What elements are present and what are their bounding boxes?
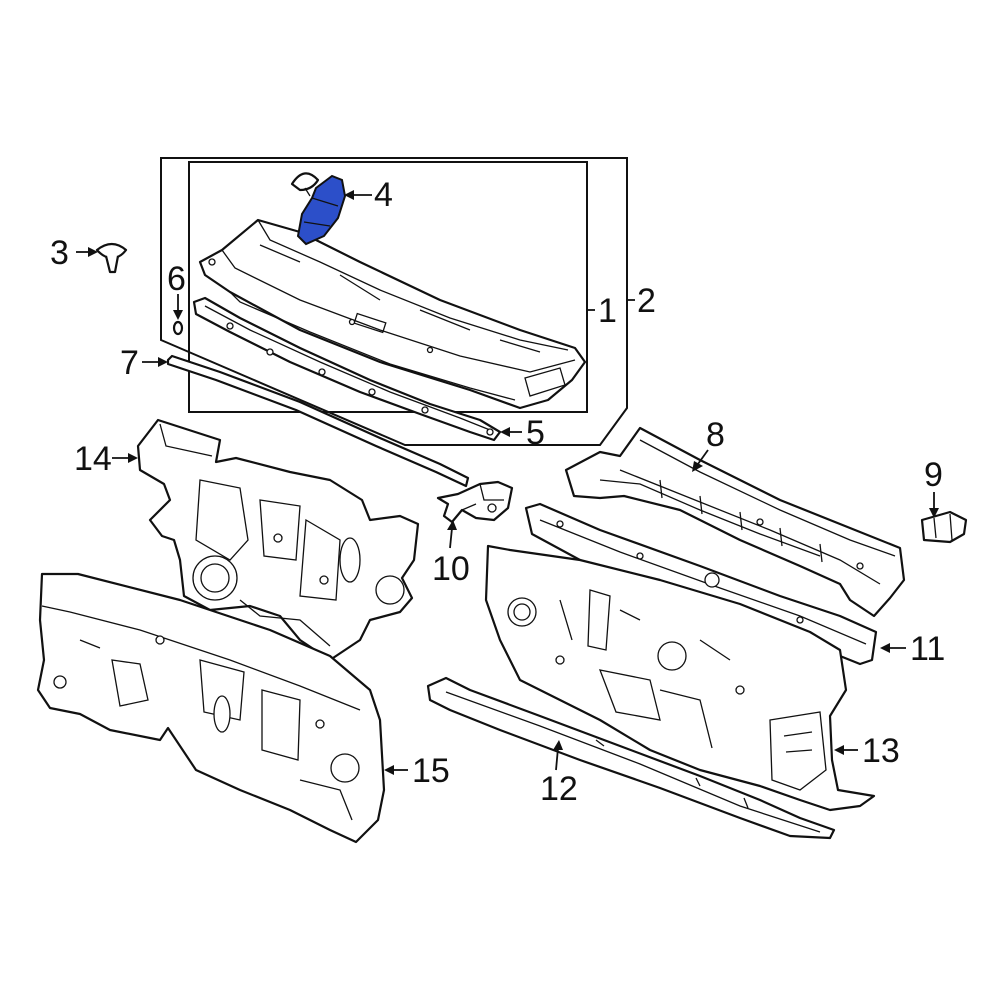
cowl-seal-strip[interactable] bbox=[192, 296, 502, 442]
grommet[interactable] bbox=[172, 320, 184, 336]
callout-14: 14 bbox=[74, 440, 112, 478]
cowl-side-bracket-highlighted[interactable] bbox=[296, 174, 347, 246]
dash-panel[interactable] bbox=[484, 544, 876, 812]
callout-5: 5 bbox=[526, 414, 545, 452]
dash-insulator[interactable] bbox=[136, 418, 420, 662]
lower-rail[interactable] bbox=[426, 676, 836, 840]
callout-13: 13 bbox=[862, 732, 900, 770]
callout-10: 10 bbox=[432, 550, 470, 588]
callout-4: 4 bbox=[374, 176, 393, 214]
callout-11: 11 bbox=[910, 630, 945, 668]
callout-3: 3 bbox=[50, 234, 69, 272]
weatherstrip[interactable] bbox=[166, 354, 470, 488]
callout-1: 1 bbox=[598, 292, 617, 330]
cowl-top-panel[interactable] bbox=[198, 218, 587, 410]
upper-cowl-panel[interactable] bbox=[564, 426, 906, 618]
wiper-bracket[interactable] bbox=[436, 480, 514, 524]
push-clip[interactable] bbox=[290, 172, 320, 197]
retaining-clip[interactable] bbox=[95, 242, 128, 274]
callout-2: 2 bbox=[637, 282, 656, 320]
assembly-frame-outer bbox=[160, 157, 628, 446]
assembly-frame-inner bbox=[188, 161, 588, 413]
callout-12: 12 bbox=[540, 770, 578, 808]
callout-15: 15 bbox=[412, 752, 450, 790]
callout-9: 9 bbox=[924, 456, 943, 494]
dash-silencer[interactable] bbox=[36, 572, 386, 844]
callout-7: 7 bbox=[120, 344, 139, 382]
callout-6: 6 bbox=[167, 260, 186, 298]
callout-8: 8 bbox=[706, 416, 725, 454]
corner-bracket[interactable] bbox=[920, 510, 968, 544]
leader-lines bbox=[76, 190, 939, 775]
